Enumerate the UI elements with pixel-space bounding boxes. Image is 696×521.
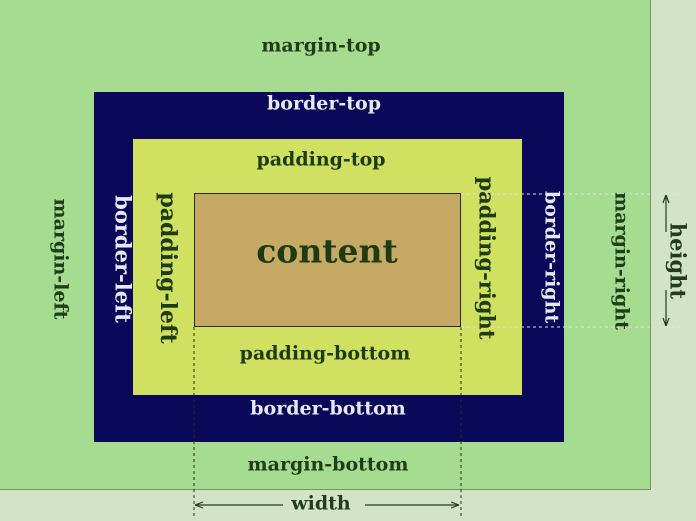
content-label: content [256, 231, 398, 271]
border-top-label: border-top [267, 92, 381, 115]
padding-top-label: padding-top [256, 148, 386, 171]
height-arrowhead-top [662, 194, 670, 204]
border-bottom-label: border-bottom [250, 397, 406, 420]
border-right-label: border-right [540, 190, 563, 324]
height-arrowhead-bottom [662, 317, 670, 327]
height-label: height [665, 222, 691, 300]
margin-left-label: margin-left [49, 198, 72, 320]
border-left-label: border-left [110, 195, 136, 323]
margin-right-label: margin-right [610, 192, 633, 330]
padding-bottom-label: padding-bottom [239, 342, 411, 365]
width-label: width [291, 492, 351, 515]
content-area [194, 193, 461, 327]
width-arrowhead-right [450, 501, 460, 509]
margin-top-label: margin-top [261, 34, 381, 57]
width-arrowhead-left [194, 501, 204, 509]
padding-left-label: padding-left [155, 192, 181, 344]
margin-bottom-label: margin-bottom [247, 453, 409, 476]
padding-right-label: padding-right [474, 176, 500, 340]
